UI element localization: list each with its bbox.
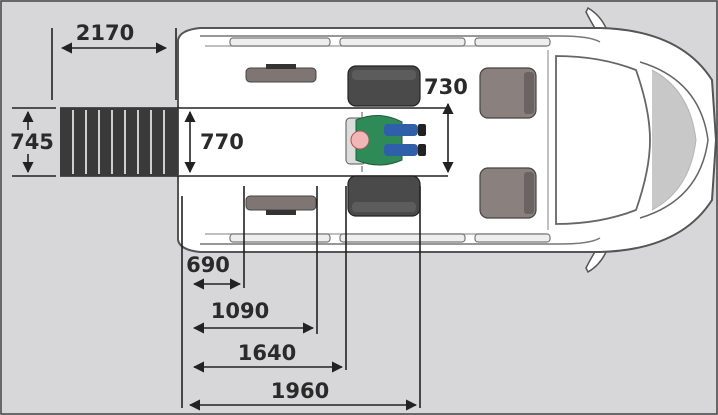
seat2-distance-label: 1090 bbox=[211, 299, 269, 323]
windscreen bbox=[555, 55, 651, 225]
folded-seat-bottom bbox=[245, 195, 317, 215]
seat4-distance-label: 1960 bbox=[271, 379, 329, 403]
middle-seat-top bbox=[347, 65, 421, 107]
seat3-distance-label: 1640 bbox=[238, 341, 296, 365]
ramp-length-label: 2170 bbox=[76, 21, 134, 45]
folded-seat-top bbox=[245, 64, 317, 83]
van-outline bbox=[177, 6, 718, 274]
door-width-label: 770 bbox=[200, 130, 244, 154]
front-seat-driver bbox=[479, 167, 537, 219]
ramp-width-label: 745 bbox=[10, 130, 54, 154]
floor-width-label: 730 bbox=[424, 75, 468, 99]
seat1-distance-label: 690 bbox=[186, 253, 230, 277]
middle-seat-bottom bbox=[347, 175, 421, 217]
front-seat-passenger bbox=[479, 67, 537, 119]
access-ramp bbox=[60, 108, 178, 176]
wheelchair-user-figure bbox=[345, 112, 426, 172]
